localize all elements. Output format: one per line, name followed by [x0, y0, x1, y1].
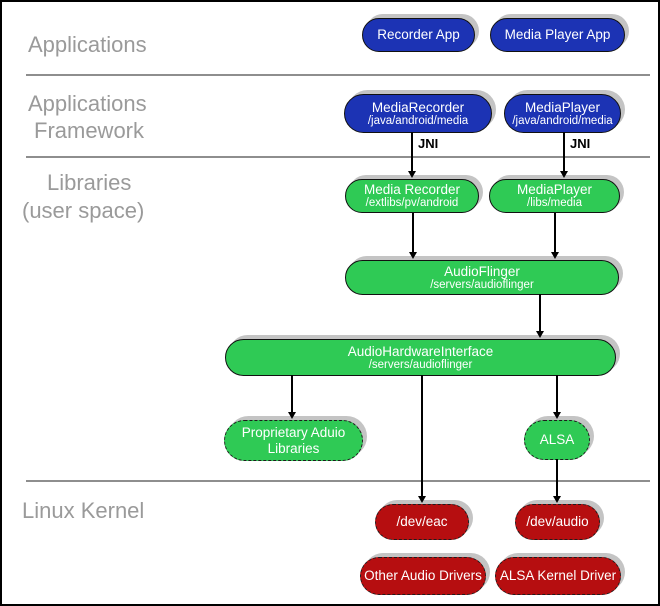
section-divider	[26, 156, 650, 158]
arrow-down-connector-audioflinger-to-ahi	[536, 294, 543, 338]
node-subtitle: /extlibs/pv/android	[365, 197, 459, 210]
node-title: MediaPlayer	[524, 99, 601, 115]
recorder-app-node: Recorder App	[362, 18, 475, 52]
mediarecorder-framework-node: MediaRecorder /java/android/media	[344, 94, 492, 133]
section-divider	[26, 74, 650, 76]
section-label-libraries-line2: (user space)	[22, 198, 145, 223]
node-title: ALSA	[539, 432, 575, 448]
section-label-libraries-line1: Libraries	[47, 170, 132, 195]
arrow-down-connector-alsa-to-dev-audio	[553, 459, 560, 503]
mediaplayer-library-node: MediaPlayer /libs/media	[489, 179, 620, 213]
jni-edge-label: JNI	[570, 136, 591, 151]
node-title: Media Player App	[504, 27, 611, 43]
node-subtitle: /servers/audioflinger	[368, 358, 473, 371]
proprietary-audio-libraries-node: Proprietary Aduio Libraries	[224, 420, 363, 461]
dev-audio-node: /dev/audio	[515, 504, 600, 540]
arrow-down-connector-mediarecorder-to-audioflinger	[409, 213, 416, 259]
arrow-down-connector-mediarecorder-jni	[408, 132, 415, 178]
node-title: Proprietary Aduio Libraries	[241, 425, 346, 456]
audio-hardware-interface-node: AudioHardwareInterface /servers/audiofli…	[225, 339, 616, 376]
node-subtitle: /servers/audioflinger	[430, 278, 534, 291]
alsa-node: ALSA	[524, 420, 590, 460]
arrow-down-connector-mediaplayer-to-audioflinger	[551, 213, 558, 259]
section-label-applications: Applications	[28, 32, 147, 57]
node-title: Recorder App	[377, 27, 460, 43]
media-recorder-library-node: Media Recorder /extlibs/pv/android	[345, 179, 479, 213]
media-player-app-node: Media Player App	[490, 18, 625, 52]
node-subtitle: /java/android/media	[512, 114, 613, 127]
node-title: Other Audio Drivers	[364, 568, 482, 584]
node-title: /dev/audio	[526, 514, 589, 530]
section-divider	[26, 480, 650, 482]
node-subtitle: /java/android/media	[367, 114, 469, 127]
jni-edge-label: JNI	[418, 136, 439, 151]
node-title: AudioHardwareInterface	[347, 343, 494, 359]
node-title: MediaRecorder	[371, 99, 465, 115]
mediaplayer-framework-node: MediaPlayer /java/android/media	[504, 94, 621, 133]
node-title: /dev/eac	[396, 514, 448, 530]
other-audio-drivers-node: Other Audio Drivers	[360, 557, 486, 595]
dev-eac-node: /dev/eac	[375, 504, 469, 540]
node-title: AudioFlinger	[444, 263, 520, 279]
section-label-framework-line2: Framework	[34, 118, 145, 143]
node-title: Media Recorder	[363, 182, 461, 197]
section-label-linux-kernel: Linux Kernel	[22, 498, 145, 523]
audioflinger-node: AudioFlinger /servers/audioflinger	[345, 260, 619, 295]
alsa-kernel-driver-node: ALSA Kernel Driver	[495, 557, 621, 595]
arrow-down-connector-ahi-to-alsa	[553, 375, 560, 419]
node-subtitle: /libs/media	[527, 197, 582, 210]
section-label-framework-line1: Applications	[28, 91, 147, 116]
arrow-down-connector-ahi-to-proprietary	[288, 375, 295, 419]
arrow-down-connector-ahi-to-dev-eac	[418, 375, 425, 503]
node-title: MediaPlayer	[516, 182, 593, 197]
node-title: ALSA Kernel Driver	[499, 568, 617, 584]
arrow-down-connector-mediaplayer-jni	[560, 132, 567, 178]
